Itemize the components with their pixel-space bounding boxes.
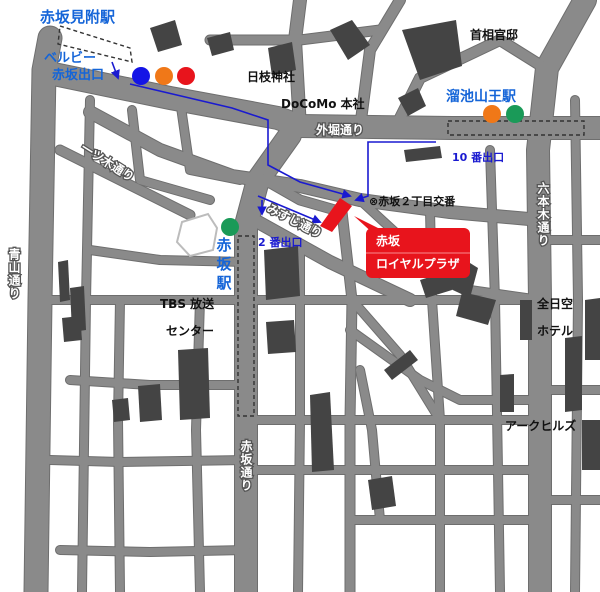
exit-outline-akasaka-mitsuke: [57, 25, 133, 63]
building-11: [138, 384, 162, 422]
station-label-akasaka-2: 坂: [216, 255, 232, 273]
route-from-akasaka-exit2: [257, 195, 322, 224]
route-from-akasaka-mitsuke: [129, 83, 352, 199]
line-marker-sanno-orange: [483, 105, 501, 123]
line-marker-mitsuke-orange: [155, 67, 173, 85]
road-east-2: [486, 146, 504, 592]
landmark-label-koban: ⊗赤坂２丁目交番: [369, 194, 456, 208]
building-8: [264, 246, 300, 300]
road-west-6: [46, 456, 250, 466]
tbs-building-outline: [175, 212, 219, 258]
building-18: [565, 336, 582, 412]
building-2: [207, 32, 234, 56]
road-west-1: [78, 96, 94, 592]
building-22: [582, 420, 600, 470]
exit-label-bellevie-1: ベルビー: [44, 50, 96, 66]
landmark-label-hie-jinja: 日枝神社: [247, 69, 295, 84]
building-19: [520, 300, 532, 340]
line-marker-sanno-green: [506, 105, 524, 123]
street-label-sotobori: 外堀通り: [316, 122, 364, 137]
station-line-markers: [132, 67, 524, 236]
road-east-edge-vertical: [571, 96, 582, 592]
road-akasaka-dori: [235, 124, 301, 592]
road-west-8: [114, 296, 124, 592]
road-misuji-dori: [252, 216, 416, 306]
road-hitotsugi-upper: [55, 145, 195, 220]
landmark-label-tbs-1: TBS 放送: [160, 296, 215, 311]
exit-label-bellevie-2: 赤坂出口: [52, 67, 104, 83]
hotel-location: [320, 198, 470, 278]
landmark-label-ana-2: ホテル: [537, 324, 573, 338]
building-12: [112, 398, 130, 422]
hotel-callout-pointer: [354, 216, 386, 236]
station-label-akasaka-3: 駅: [215, 274, 232, 292]
landmark-label-shusho-kantei: 首相官邸: [470, 27, 518, 42]
building-23: [420, 272, 452, 298]
building-6: [398, 88, 426, 116]
line-marker-akasaka-green: [221, 218, 239, 236]
landmark-label-ark-hills: アークヒルズ: [505, 418, 576, 433]
exit-outline-akasaka: [237, 235, 255, 417]
hotel-building: [320, 198, 352, 232]
exit-label-10: 10 番出口: [452, 150, 504, 164]
road-sotobori-dori: [33, 61, 600, 139]
line-marker-mitsuke-red: [177, 67, 195, 85]
road-west-2: [128, 106, 214, 204]
building-24: [58, 260, 70, 302]
road-aoyama-dori: [24, 26, 62, 592]
building-4: [330, 20, 370, 60]
road-west-mid: [86, 246, 250, 266]
building-9: [266, 320, 296, 354]
street-label-akasaka-dori: 赤坂通り: [239, 439, 253, 492]
road-west-9: [192, 296, 204, 592]
road-west-7: [56, 546, 250, 556]
building-10: [178, 348, 210, 420]
street-label-aoyama: 青山通り: [7, 247, 21, 300]
street-label-roppongi: 六本木通り: [536, 181, 550, 247]
road-diagonal-2: [348, 296, 444, 424]
hotel-label-line2: ロイヤルプラザ: [376, 256, 460, 271]
landmark-label-docomo: DoCoMo 本社: [281, 96, 365, 111]
line-marker-mitsuke-blue: [132, 67, 150, 85]
road-cross-1: [84, 106, 546, 226]
building-7: [404, 146, 442, 162]
road-north-2: [355, 0, 405, 133]
exit-label-2: 2 番出口: [258, 235, 302, 249]
building-3: [268, 42, 296, 76]
building-13: [310, 392, 334, 472]
road-center-vertical: [337, 207, 357, 592]
building-17: [456, 292, 496, 325]
building-26: [62, 316, 82, 342]
station-exit-outlines: [57, 25, 585, 417]
station-label-akasaka-1: 赤: [216, 236, 231, 254]
building-1: [150, 20, 182, 52]
road-west-3: [176, 96, 244, 184]
route-bellevie-arrow: [110, 61, 120, 80]
building-15: [384, 350, 418, 380]
exit-outline-tameike-sanno: [447, 120, 585, 136]
hotel-label-line1: 赤坂: [376, 233, 401, 248]
station-label-akasaka-mitsuke: 赤坂見附駅: [40, 8, 116, 26]
route-from-tameike-sanno: [354, 141, 436, 203]
building-5: [402, 20, 462, 80]
building-21: [585, 298, 600, 360]
walking-route: [110, 61, 436, 224]
landmark-label-ana-1: 全日空: [536, 296, 573, 311]
landmark-label-tbs-2: センター: [166, 324, 214, 338]
building-14: [368, 476, 396, 510]
road-misuji-north: [260, 175, 347, 217]
building-footprints: [58, 20, 600, 510]
building-20: [500, 374, 514, 412]
station-label-tameike-sanno: 溜池山王駅: [446, 88, 517, 105]
street-network: [23, 0, 600, 592]
